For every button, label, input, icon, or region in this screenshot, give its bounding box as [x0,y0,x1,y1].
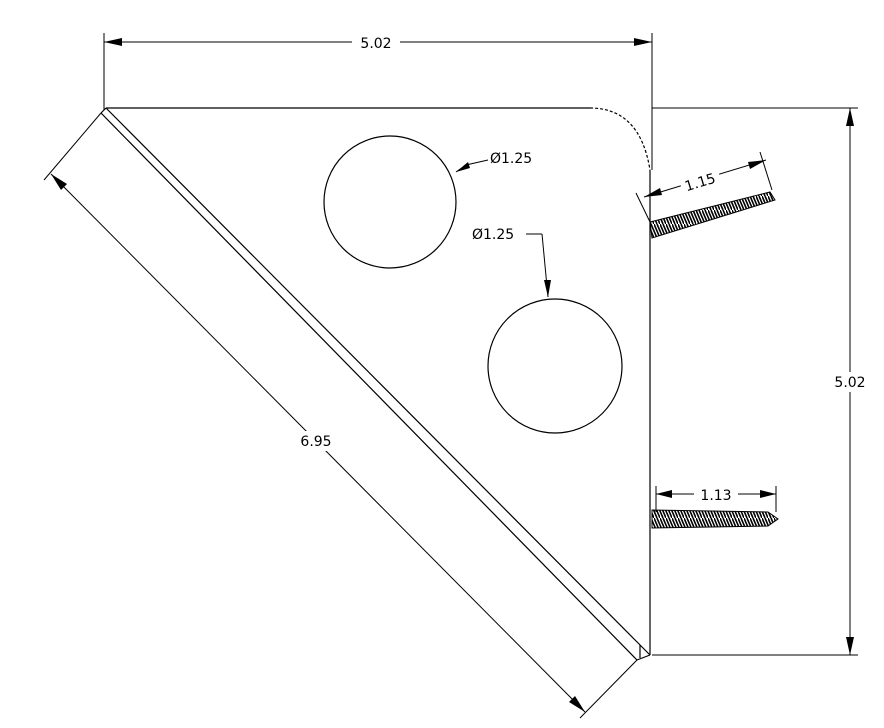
dimension-screw-lower: 1.13 [655,485,777,512]
dimension-right-height: 5.02 [652,107,872,656]
dim-right-height-label: 5.02 [834,375,865,391]
leader-hole-upper: Ø1.25 [455,151,532,173]
dim-hole-upper-label: Ø1.25 [490,151,532,167]
leader-hole-lower: Ø1.25 [472,227,551,298]
hole-lower [487,298,623,434]
dim-screw-lower-label: 1.13 [700,488,731,504]
dim-diagonal-label: 6.95 [300,434,331,450]
bracket-outline [100,107,651,661]
screw-upper [649,191,776,239]
dim-top-width-label: 5.02 [360,36,391,52]
dimension-screw-upper: 1.15 [635,151,773,223]
screw-lower [651,509,779,529]
dim-hole-lower-label: Ø1.25 [472,227,514,243]
dimension-diagonal: 6.95 [43,112,638,719]
dimension-top-width: 5.02 [103,32,653,170]
hole-upper [323,135,457,269]
